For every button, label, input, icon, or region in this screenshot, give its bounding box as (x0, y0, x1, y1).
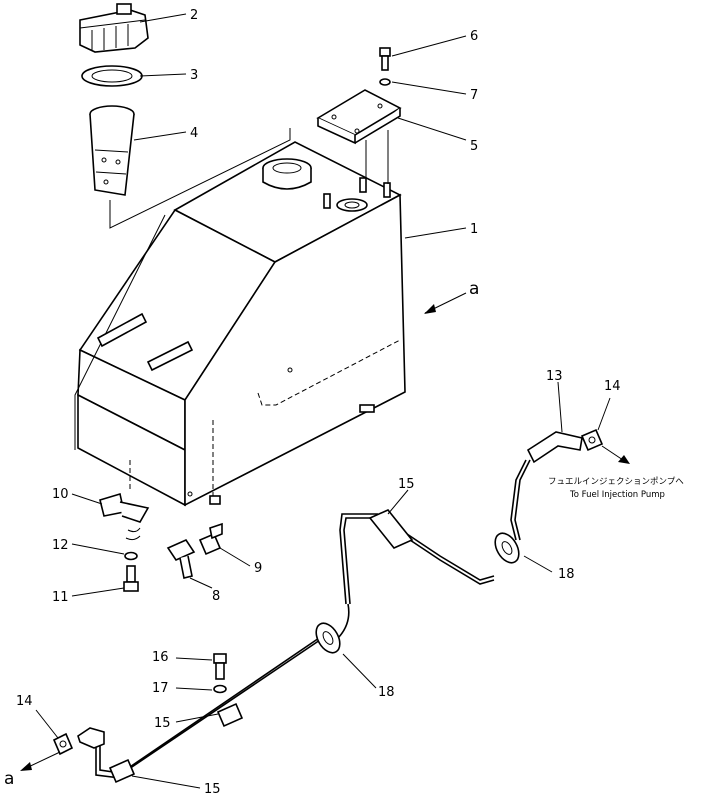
fuel-cap (79, 3, 149, 53)
clamp-14-upper (580, 428, 604, 452)
callout-17: 17 (152, 681, 169, 696)
elbow-9 (198, 522, 223, 556)
bolt-11 (123, 565, 139, 592)
washer-7 (379, 78, 391, 86)
clamp-15-upper (368, 509, 414, 549)
grommet-18-upper (494, 532, 520, 564)
callout-12: 12 (52, 538, 69, 553)
clamp-15-lower (108, 758, 136, 784)
callout-3: 3 (190, 68, 198, 83)
clip-spring (125, 527, 141, 541)
bracket-10 (99, 492, 150, 523)
callout-2: 2 (190, 8, 198, 23)
callout-13: 13 (546, 369, 563, 384)
destination-english: To Fuel Injection Pump (569, 490, 665, 500)
clamp-14-lower (52, 732, 74, 756)
arrow-a-top (424, 292, 467, 314)
callout-8: 8 (212, 589, 220, 604)
callout-15-upper: 15 (398, 477, 415, 492)
destination-japanese: フュエルインジェクションポンプへ (548, 477, 684, 487)
callout-6: 6 (470, 29, 478, 44)
callout-14-lower: 14 (16, 694, 33, 709)
callout-labels: 2 3 4 6 7 5 1 10 12 11 8 9 13 14 15 18 1… (16, 8, 621, 794)
callout-18-upper: 18 (558, 567, 575, 582)
callout-5: 5 (470, 139, 478, 154)
clamp-15-mid (216, 702, 244, 728)
arrow-a-bottom (20, 751, 61, 771)
bolt-6 (379, 47, 391, 71)
fuel-tank (74, 141, 406, 507)
fuel-line (95, 459, 531, 779)
callout-4: 4 (190, 126, 198, 141)
drain-valve-8 (166, 538, 196, 579)
washer-17 (213, 684, 227, 694)
bolt-16 (213, 653, 227, 680)
marker-a-bottom: a (4, 769, 14, 789)
washer-12 (124, 551, 138, 561)
elbow-lower-left (77, 727, 105, 749)
cap-gasket (81, 65, 143, 87)
strainer-guide-line (109, 128, 291, 229)
callout-18-lower: 18 (378, 685, 395, 700)
sender-cover-plate (316, 89, 402, 184)
leader-lines (35, 13, 611, 789)
callout-7: 7 (470, 88, 478, 103)
callout-15-lower: 15 (204, 782, 221, 794)
callout-16: 16 (152, 650, 169, 665)
filler-strainer (89, 105, 135, 196)
marker-a-top: a (469, 279, 479, 299)
callout-11: 11 (52, 590, 69, 605)
callout-15-mid: 15 (154, 716, 171, 731)
callout-9: 9 (254, 561, 262, 576)
callout-1: 1 (470, 222, 478, 237)
callout-14-upper: 14 (604, 379, 621, 394)
callout-10: 10 (52, 487, 69, 502)
grommet-18-lower (315, 622, 341, 654)
hose-13 (526, 431, 583, 464)
arrow-to-pump (601, 445, 630, 464)
